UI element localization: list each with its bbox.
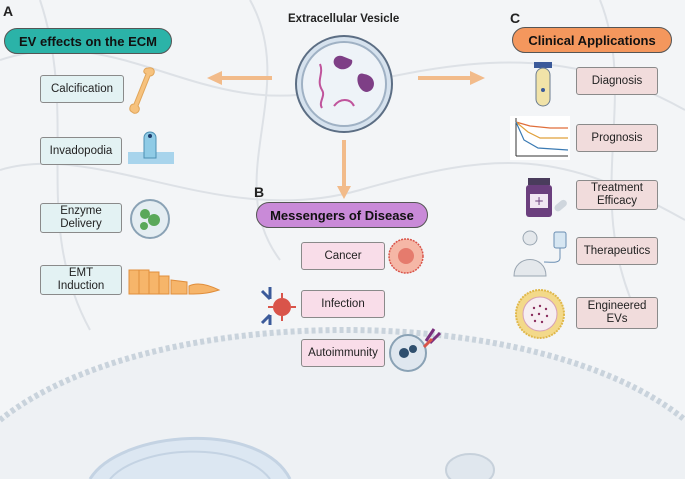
infection-box: Infection [301, 290, 385, 318]
panel-c-letter: C [510, 10, 521, 26]
extracellular-vesicle-icon [295, 35, 393, 133]
survival-curve-icon [510, 116, 570, 160]
virus-antibody-icon [260, 287, 296, 325]
panel-b-letter: B [254, 184, 265, 200]
bone-icon [129, 67, 155, 114]
calcification-box: Calcification [40, 75, 124, 103]
diagnosis-box: Diagnosis [576, 67, 658, 95]
engineered-evs-box: Engineered EVs [576, 297, 658, 329]
panel-a-letter: A [3, 3, 14, 19]
emt-induction-box: EMT Induction [40, 265, 122, 295]
prognosis-box: Prognosis [576, 124, 658, 152]
cancer-cell-icon [388, 238, 424, 274]
autoimmunity-box: Autoimmunity [301, 339, 385, 367]
treatment-efficacy-box: Treatment Efficacy [576, 180, 658, 210]
pill-bottle-icon: + [526, 178, 567, 217]
invadopodia-box: Invadopodia [40, 137, 122, 165]
panel-a-header: EV effects on the ECM [4, 28, 172, 54]
panel-b-header: Messengers of Disease [256, 202, 428, 228]
svg-text:+: + [534, 194, 544, 208]
engineered-ev-icon [515, 289, 565, 339]
cancer-box: Cancer [301, 242, 385, 270]
blood-tube-icon [534, 62, 552, 107]
enzyme-delivery-box: Enzyme Delivery [40, 203, 122, 233]
invadopodia-icon [128, 131, 174, 164]
title: Extracellular Vesicle [288, 13, 400, 25]
autoimmune-cell-icon [389, 328, 442, 372]
panel-c-header: Clinical Applications [512, 27, 672, 53]
iv-patient-icon [513, 230, 567, 277]
emt-cells-icon [128, 269, 221, 295]
therapeutics-box: Therapeutics [576, 237, 658, 265]
enzyme-vesicle-icon [130, 199, 170, 239]
